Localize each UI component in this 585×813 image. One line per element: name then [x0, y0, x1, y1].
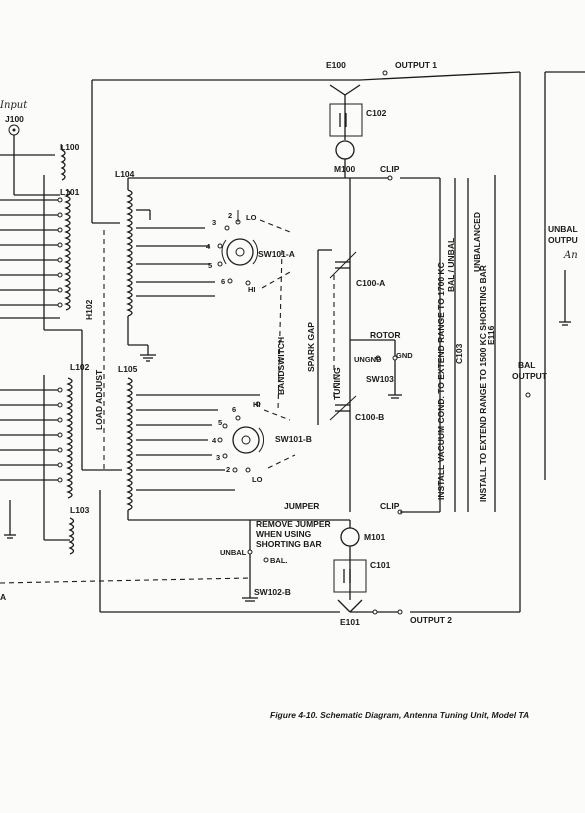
sw101a-pos-2: 2	[228, 211, 232, 220]
sw103-label: SW103	[366, 374, 394, 384]
remove-jumper-line2: WHEN USING	[256, 529, 312, 539]
e116-label: E116	[486, 325, 496, 345]
sw101a-pos-5: 5	[208, 261, 212, 270]
c101-capacitor	[333, 559, 367, 593]
sw102b-label: SW102-B	[254, 587, 291, 597]
unbalanced-label: UNBALANCED	[472, 212, 482, 272]
sw101a-pos-4: 4	[206, 242, 211, 251]
sw101a-switch	[217, 210, 291, 289]
sw101b-pos-3: 3	[216, 453, 220, 462]
figure-caption: Figure 4-10. Schematic Diagram, Antenna …	[270, 710, 529, 720]
c102-label: C102	[366, 108, 387, 118]
c103-label: C103	[454, 343, 464, 364]
h102-label: H102	[84, 299, 94, 320]
sw101b-label: SW101-B	[275, 434, 312, 444]
a-label: A	[0, 592, 6, 602]
e100-output-section	[328, 70, 521, 181]
rotor-label: ROTOR	[370, 330, 401, 340]
sw101b-pos-4: 4	[212, 436, 217, 445]
m101-meter	[340, 527, 360, 547]
l105-label: L105	[118, 364, 138, 374]
e101-output-section	[242, 509, 403, 615]
bal-output-line2: OUTPUT	[512, 371, 548, 381]
l104-coil	[126, 177, 390, 362]
remove-jumper-line1: REMOVE JUMPER	[256, 519, 331, 529]
sw101b-hi-label: HI	[253, 400, 261, 409]
bal-unbal-label: BAL / UNBAL	[446, 238, 456, 292]
sw101a-label: SW101-A	[258, 249, 295, 259]
an-label: An	[563, 250, 578, 261]
gnd-label: GND	[396, 351, 413, 360]
shorting-bar-note: INSTALL TO EXTEND RANGE TO 1500 KC SHORT…	[478, 265, 488, 502]
input-section	[0, 124, 251, 584]
c100-tuning-capacitor	[317, 178, 402, 512]
bal-output-line1: BAL	[518, 360, 535, 370]
e101-label: E101	[340, 617, 360, 627]
clip-bottom-label: CLIP	[380, 501, 400, 511]
sw101a-hi-label: HI	[248, 285, 256, 294]
sw101a-pos-3: 3	[212, 218, 216, 227]
sw101b-lo-label: LO	[252, 475, 263, 484]
output2-label: OUTPUT 2	[410, 615, 452, 625]
l105-coil	[126, 377, 350, 521]
l102-coil	[0, 375, 73, 500]
l100-label: L100	[60, 142, 80, 152]
unbal-output-line2: OUTPU	[548, 235, 578, 245]
ungnd-label: UNGND	[354, 355, 382, 364]
c102-capacitor	[329, 103, 363, 137]
c100a-label: C100-A	[356, 278, 385, 288]
e100-label: E100	[326, 60, 346, 70]
remove-jumper-line3: SHORTING BAR	[256, 539, 322, 549]
tuning-label: TUNING	[332, 367, 342, 400]
clip-top-label: CLIP	[380, 164, 400, 174]
component-labels: Input J100 L100 L101 L102 L103 L104 L105…	[0, 60, 578, 627]
l103-coil	[4, 500, 75, 555]
l103-label: L103	[70, 505, 90, 515]
sw101a-lo-label: LO	[246, 213, 257, 222]
spark-gap-label: SPARK GAP	[306, 322, 316, 372]
sw101b-pos-5: 5	[218, 418, 222, 427]
bal-label: BAL.	[270, 556, 288, 565]
ganged-link-dash	[0, 577, 251, 584]
sw101b-pos-6: 6	[232, 405, 236, 414]
vacuum-cond-note: INSTALL VACUUM COND. TO EXTEND RANGE TO …	[436, 262, 446, 500]
l100-coil	[0, 145, 66, 181]
input-label: Input	[0, 100, 28, 111]
unbal-output-line1: UNBAL	[548, 224, 578, 234]
unbal-label: UNBAL	[220, 548, 247, 557]
jumper-label: JUMPER	[284, 501, 319, 511]
l101-coil	[0, 175, 82, 331]
bandswitch-label: BANDSWITCH	[276, 337, 286, 395]
sw101a-pos-6: 6	[221, 277, 225, 286]
load-adjust-label: LOAD ADJUST	[94, 369, 104, 430]
m100-meter	[335, 140, 355, 160]
j100-label: J100	[5, 114, 24, 124]
output1-label: OUTPUT 1	[395, 60, 437, 70]
c101-label: C101	[370, 560, 391, 570]
sw101b-pos-2: 2	[226, 465, 230, 474]
l104-label: L104	[115, 169, 135, 179]
sw101b-switch	[217, 401, 296, 473]
m100-label: M100	[334, 164, 356, 174]
c100b-label: C100-B	[355, 412, 384, 422]
l102-label: L102	[70, 362, 90, 372]
m101-label: M101	[364, 532, 386, 542]
l101-label: L101	[60, 187, 80, 197]
right-output-wiring	[400, 71, 585, 613]
